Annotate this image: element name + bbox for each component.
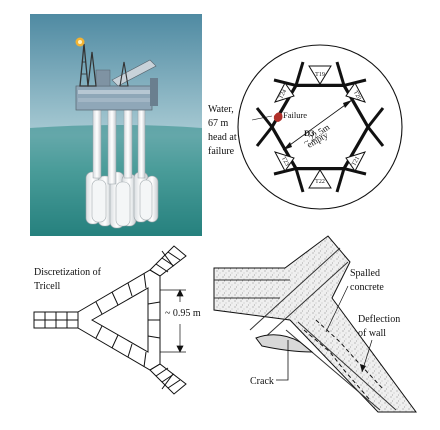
spalled-label-line-1: Spalled [350, 268, 380, 279]
water-leader-line [251, 115, 273, 121]
cell-name: D3 [304, 128, 314, 138]
caisson-cells [85, 171, 159, 229]
deflection-line [303, 329, 371, 401]
tricell-t23 [273, 82, 295, 103]
water-label-line-3: head at [208, 132, 237, 143]
deflection-label-line-1: Deflection [358, 314, 400, 325]
spalled-label: Spalled concrete [350, 268, 384, 293]
cross-section-diagram: T19 T20 T21 T22 T23 T24 ~ 22.5m D3 empty… [208, 44, 403, 210]
water-label-line-4: failure [208, 146, 235, 157]
water-label: Water, 67 m head at failure [208, 104, 237, 157]
tricell-t20 [345, 82, 367, 103]
tricell-label-5: T23 [280, 156, 290, 167]
discretization-title: Discretization of Tricell [34, 267, 102, 292]
deflection-label: Deflection of wall [358, 314, 400, 339]
discretization-title-line-2: Tricell [34, 281, 61, 292]
deflection-line-2 [315, 319, 385, 391]
wall-failure-detail: Crack Spalled concrete Deflection of wal… [213, 235, 417, 413]
spalled-leader [325, 285, 349, 333]
water-label-line-1: Water, [208, 104, 234, 115]
platform-deck [75, 59, 158, 111]
deflection-label-line-2: of wall [358, 328, 386, 339]
tricell-label-4: T22 [315, 179, 325, 185]
tricell-label-1: T19 [315, 72, 325, 78]
platform-illustration [30, 14, 202, 236]
spalled-zone [255, 334, 314, 353]
diameter-arrow [282, 99, 353, 151]
tricell-discretization: Discretization of Tricell [33, 245, 201, 395]
tricell-labels: T19 T20 T21 T22 T23 T24 [278, 72, 362, 185]
tricell-t22 [273, 151, 295, 172]
discretization-title-line-1: Discretization of [34, 267, 102, 278]
crack-label: Crack [250, 376, 274, 387]
tricell-label-3: T21 [351, 156, 361, 167]
thickness-label: ~ 0.95 m [165, 308, 201, 319]
reinforcement-bars [214, 247, 397, 411]
outer-caisson-circle [237, 44, 403, 210]
derricks [79, 43, 129, 87]
tricell-t20b [345, 151, 367, 172]
failure-label: Failure [283, 110, 307, 120]
tricell-t19 [308, 65, 332, 85]
tricell-label-6: T24 [278, 89, 288, 100]
failure-marker [273, 112, 283, 122]
tricell-t21 [308, 169, 332, 189]
tricells [273, 65, 367, 189]
spalled-label-line-2: concrete [350, 282, 384, 293]
water-label-line-2: 67 m [208, 118, 229, 129]
thickness-dimension [160, 289, 186, 353]
crack-leader [276, 340, 289, 381]
discretization-mesh [33, 245, 187, 395]
tricell-label-2: T20 [352, 90, 362, 101]
